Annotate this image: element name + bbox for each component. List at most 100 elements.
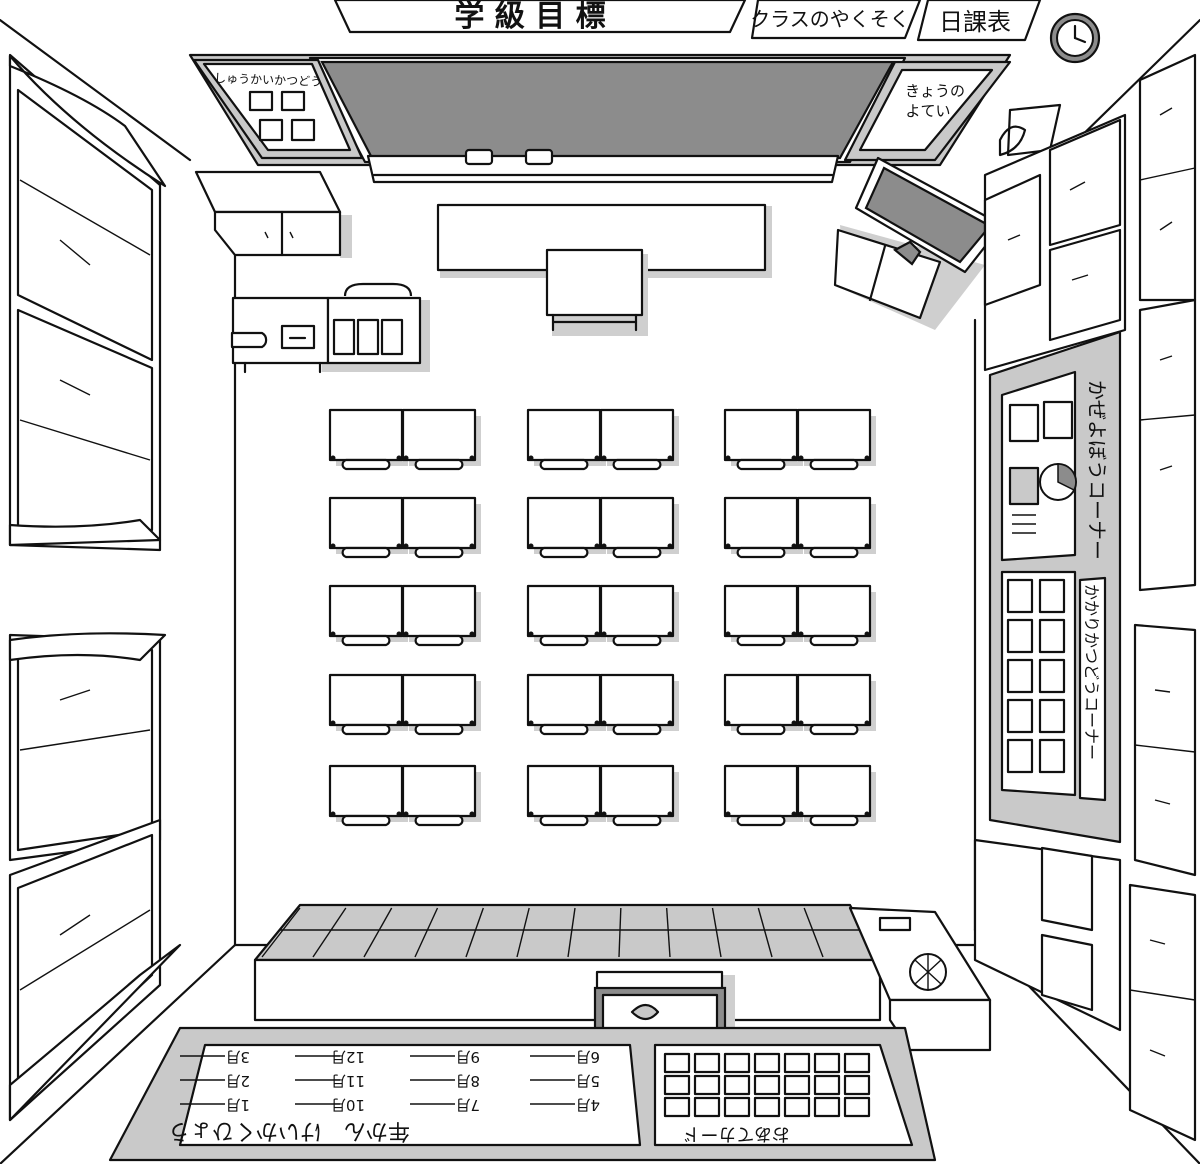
- student-desk: [328, 408, 408, 471]
- chair-icon: [612, 634, 662, 647]
- student-desk: [401, 408, 481, 471]
- chair-icon: [809, 723, 859, 736]
- chair-icon: [414, 458, 464, 471]
- chair-icon: [539, 546, 589, 559]
- student-desk: [526, 584, 606, 647]
- wall-cabinet: [194, 170, 352, 258]
- student-desk: [723, 673, 803, 736]
- chair-icon: [341, 814, 391, 827]
- student-desk: [526, 496, 606, 559]
- back-wall-boards: 年かん けいかくひょう 4月7月10月1月5月8月11月2月6月9月12月3月 …: [108, 1026, 937, 1162]
- chair-icon: [414, 723, 464, 736]
- chair-icon: [341, 458, 391, 471]
- chair-icon: [736, 723, 786, 736]
- student-desk: [599, 408, 679, 471]
- chair-icon: [414, 814, 464, 827]
- right-board-title-1: きょうの: [905, 82, 965, 100]
- right-board-1-title: かぜよぼうコーナー: [1085, 380, 1109, 560]
- chair-icon: [341, 546, 391, 559]
- month-label: 4月: [575, 1096, 600, 1114]
- chair-icon: [612, 546, 662, 559]
- student-desk: [526, 764, 606, 827]
- sink-counter: [230, 282, 430, 374]
- month-label: 8月: [455, 1072, 480, 1090]
- student-desk: [723, 496, 803, 559]
- month-label: 3月: [225, 1048, 250, 1066]
- month-label: 1月: [225, 1096, 250, 1114]
- timetable-text: 日課表: [939, 8, 1011, 36]
- right-bulletin-boards: かぜよぼうコーナー かかりかつどうコーナー: [988, 330, 1122, 844]
- student-desk: [401, 764, 481, 827]
- chair-icon: [539, 458, 589, 471]
- student-desk: [723, 584, 803, 647]
- student-desk: [796, 584, 876, 647]
- right-windows: [973, 53, 1197, 1142]
- left-board-title: しゅうかいかつどう: [214, 71, 322, 89]
- chair-icon: [414, 634, 464, 647]
- chair-icon: [612, 723, 662, 736]
- curtain-icon: [8, 632, 167, 662]
- student-desk: [328, 673, 408, 736]
- chair-icon: [809, 634, 859, 647]
- chair-icon: [736, 546, 786, 559]
- month-label: 11月: [331, 1072, 365, 1090]
- class-goal-sign: 学 級 目 標: [333, 0, 747, 34]
- eraser-2: [524, 148, 554, 166]
- month-label: 5月: [575, 1072, 600, 1090]
- faucet-icon: [230, 331, 268, 349]
- annual-plan-title: 年かん けいかくひょう: [168, 1118, 410, 1143]
- right-board-2-title: かかりかつどうコーナー: [1082, 584, 1101, 760]
- board-2-cards: [1006, 578, 1066, 774]
- tv-stand: [833, 156, 1004, 330]
- chair-icon: [612, 458, 662, 471]
- curtain-icon: [8, 54, 167, 188]
- chair-icon: [736, 458, 786, 471]
- student-desk: [599, 764, 679, 827]
- chair-icon: [809, 814, 859, 827]
- month-label: 6月: [575, 1048, 600, 1066]
- student-desk: [401, 496, 481, 559]
- chair-icon: [539, 723, 589, 736]
- student-desk: [796, 764, 876, 827]
- chair-icon: [809, 458, 859, 471]
- chair-icon: [809, 546, 859, 559]
- student-desk: [796, 408, 876, 471]
- left-windows: [8, 53, 182, 1122]
- student-desk: [526, 673, 606, 736]
- student-desk: [796, 673, 876, 736]
- student-desk: [401, 673, 481, 736]
- month-label: 9月: [455, 1048, 480, 1066]
- student-desk: [599, 673, 679, 736]
- student-desk: [599, 496, 679, 559]
- chair-icon: [539, 814, 589, 827]
- timetable-sign: 日課表: [916, 0, 1042, 42]
- blackboard-area: しゅうかいかつどう きょうの よてい: [188, 53, 1012, 184]
- chair-icon: [736, 634, 786, 647]
- ohana-card-title: おあてカード: [682, 1123, 790, 1144]
- curtain-icon: [8, 518, 162, 547]
- class-goal-text: 学 級 目 標: [454, 0, 605, 34]
- class-promise-sign: クラスのやくそく: [750, 0, 922, 40]
- desk-grid: [328, 408, 876, 827]
- student-desk: [599, 584, 679, 647]
- wall-clock: [1049, 12, 1101, 64]
- chair-icon: [736, 814, 786, 827]
- student-desk: [526, 408, 606, 471]
- student-desk: [723, 764, 803, 827]
- month-label: 10月: [331, 1096, 365, 1114]
- class-promise-text: クラスのやくそく: [750, 7, 910, 31]
- month-label: 2月: [225, 1072, 250, 1090]
- student-desk: [796, 496, 876, 559]
- chair-icon: [341, 723, 391, 736]
- curtain-icon: [8, 943, 182, 1122]
- student-desk: [401, 584, 481, 647]
- month-label: 12月: [331, 1048, 365, 1066]
- turtle-icon: [630, 1003, 660, 1021]
- student-desk: [328, 584, 408, 647]
- right-board-title-2: よてい: [905, 102, 950, 120]
- chair-icon: [341, 634, 391, 647]
- teachers-podium: [436, 203, 772, 336]
- chair-icon: [539, 634, 589, 647]
- chair-icon: [612, 814, 662, 827]
